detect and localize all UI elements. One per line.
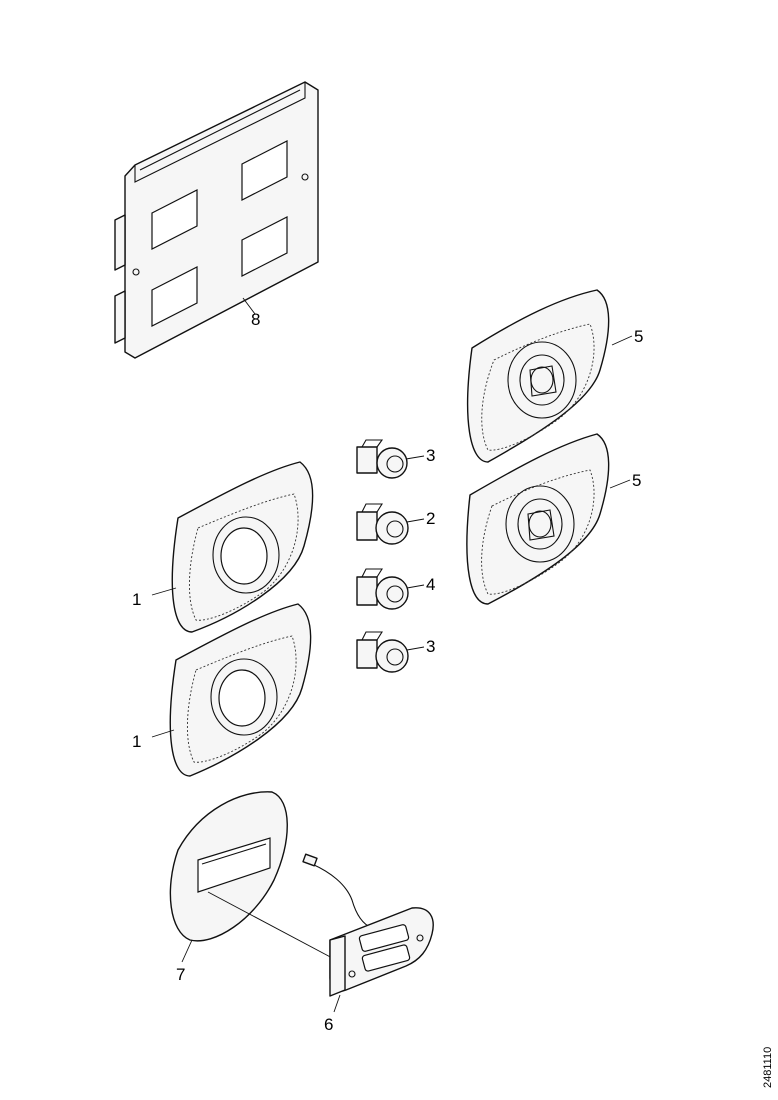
bezel-lower-right bbox=[466, 433, 610, 605]
callout-3-lower: 3 bbox=[426, 637, 435, 656]
bezel-upper-left bbox=[171, 461, 314, 633]
callout-7: 7 bbox=[176, 965, 185, 984]
callout-1-upper: 1 bbox=[132, 590, 141, 609]
callout-2: 2 bbox=[426, 509, 435, 528]
callout-5-upper: 5 bbox=[634, 327, 643, 346]
callout-1-lower: 1 bbox=[132, 732, 141, 751]
callout-5-lower: 5 bbox=[632, 471, 641, 490]
callout-3-upper: 3 bbox=[426, 446, 435, 465]
oval-cover-plate bbox=[169, 791, 288, 942]
callout-8: 8 bbox=[251, 310, 260, 329]
knob-2 bbox=[356, 503, 409, 545]
display-module bbox=[329, 907, 434, 997]
knob-3-upper bbox=[356, 439, 408, 479]
knob-4 bbox=[356, 568, 409, 610]
cable-and-connector bbox=[302, 853, 373, 929]
bezel-lower-left bbox=[169, 603, 312, 777]
callout-4: 4 bbox=[426, 575, 435, 594]
knob-3-lower bbox=[356, 631, 409, 673]
callout-6: 6 bbox=[324, 1015, 333, 1034]
reference-number: 2481110 bbox=[762, 1047, 774, 1088]
mounting-panel bbox=[114, 81, 319, 359]
bezel-upper-right bbox=[467, 289, 610, 463]
